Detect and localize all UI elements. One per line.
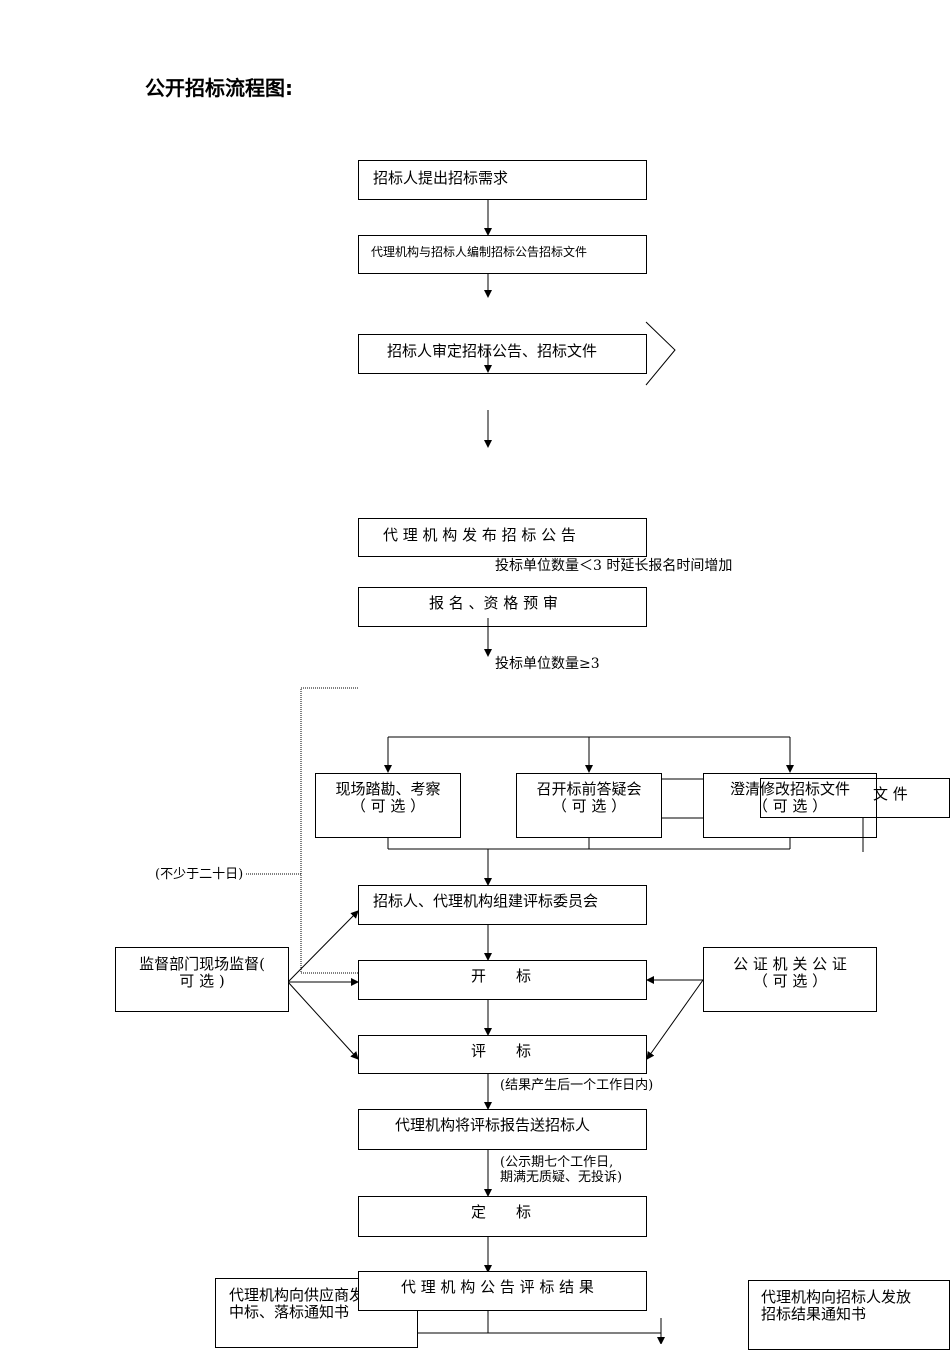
chevron-shape (645, 321, 676, 386)
notice-buyer-box: 代理机构向招标人发放 招标结果通知书 (748, 1280, 950, 1350)
notary-box: 公 证 机 关 公 证 （ 可 选 ） (703, 947, 877, 1012)
step-committee: 招标人、代理机构组建评标委员会 (358, 885, 647, 925)
step-qa-meeting: 召开标前答疑会 （ 可 选 ） (516, 773, 662, 838)
step-requirement: 招标人提出招标需求 (358, 160, 647, 200)
step-publish-notice: 代 理 机 构 发 布 招 标 公 告 (358, 518, 647, 557)
label-one-workday: (结果产生后一个工作日内) (500, 1078, 654, 1093)
step-clarify-docs: 澄清修改招标文件 （ 可 选 ） (703, 773, 877, 838)
arrow-notary-eval (646, 979, 704, 1060)
label-at-least-3: 投标单位数量≥3 (495, 656, 600, 672)
step-review-docs: 招标人审定招标公告、招标文件 (358, 334, 647, 374)
page-title: 公开招标流程图: (145, 76, 293, 100)
step-registration: 报 名 、资 格 预 审 (358, 587, 647, 627)
dotted-loop (300, 687, 358, 974)
label-min-20-days: (不少于二十日) (155, 867, 244, 882)
arrow-sup-committee (287, 910, 359, 983)
step-site-visit: 现场踏勘、考察 （ 可 选 ） (315, 773, 461, 838)
arrow-sup-eval (287, 981, 359, 1060)
supervision-box: 监督部门现场监督( 可 选 ) (115, 947, 289, 1012)
step-bid-opening: 开 标 (358, 960, 647, 1000)
step-announce-result: 代 理 机 构 公 告 评 标 结 果 (358, 1271, 647, 1311)
clarify-hidden-box: 文 件 (760, 778, 950, 818)
step-bid-evaluation: 评 标 (358, 1035, 647, 1074)
label-publicity-period: (公示期七个工作日, 期满无质疑、无投诉) (500, 1155, 623, 1185)
step-report: 代理机构将评标报告送招标人 (358, 1109, 647, 1150)
label-less-than-3: 投标单位数量＜3 时延长报名时间增加 (495, 558, 733, 574)
step-prepare-docs: 代理机构与招标人编制招标公告招标文件 (358, 235, 647, 274)
step-award: 定 标 (358, 1196, 647, 1237)
